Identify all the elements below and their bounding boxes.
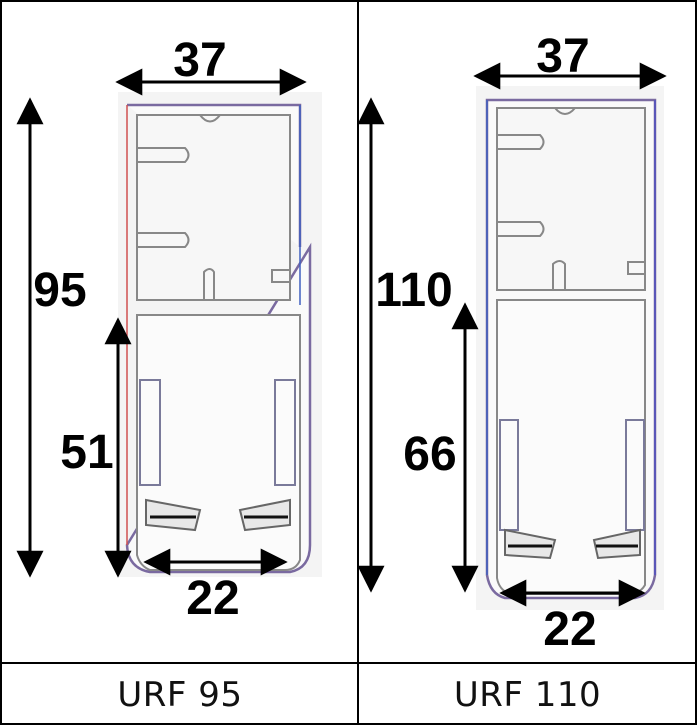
dim-label-height-total-right: 110: [375, 264, 452, 317]
dim-label-width-top-right: 37: [536, 30, 589, 83]
dim-label-height-total-left: 95: [33, 264, 86, 317]
dim-label-height-lower-left: 51: [60, 426, 113, 479]
profile-drawing-urf95: [118, 92, 322, 577]
profile-drawing-urf110: [476, 86, 664, 610]
caption-urf95: URF 95: [117, 674, 243, 715]
dim-label-height-lower-right: 66: [403, 428, 456, 481]
dim-label-width-bottom-right: 22: [543, 603, 596, 656]
dim-label-width-top-left: 37: [173, 34, 226, 87]
caption-urf110: URF 110: [453, 674, 602, 715]
dim-label-width-bottom-left: 22: [186, 572, 239, 625]
